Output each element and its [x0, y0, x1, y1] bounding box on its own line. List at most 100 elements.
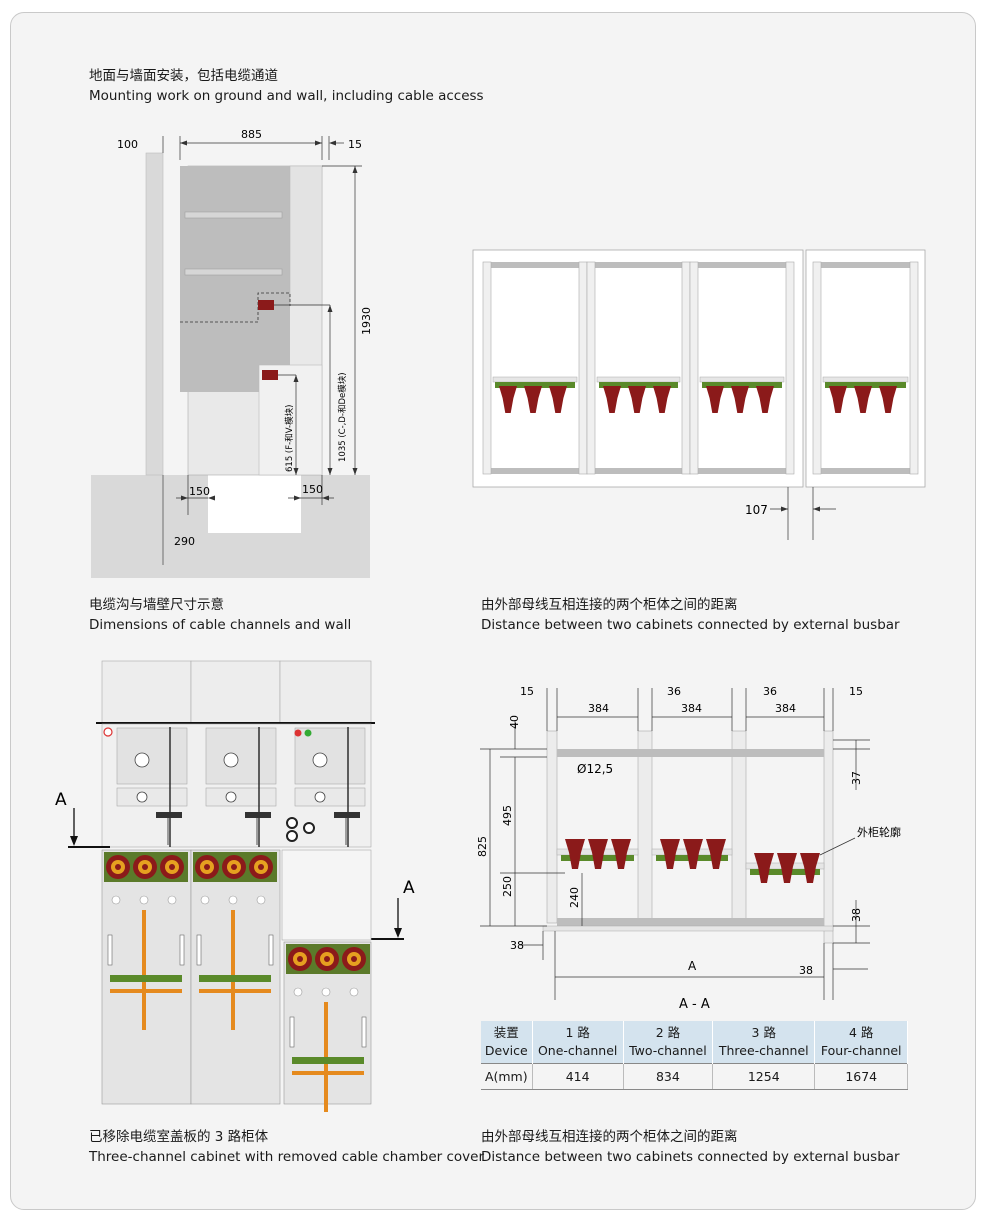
fig4-dim-38-left: 38: [510, 939, 524, 952]
fig3-label-a-right: A: [403, 878, 415, 898]
fig3-red-indicator: [294, 729, 302, 737]
fig3-horizontal-busbar: [110, 975, 182, 982]
fig3-gauge-icon: [134, 752, 150, 768]
fig2-bay-bottom-bar: [814, 468, 917, 474]
fig2-busbar: [825, 382, 906, 388]
spec-value-3: 1254: [712, 1063, 816, 1090]
fig3-vertical-busbar: [142, 910, 146, 1030]
fig3-caption-zh: 已移除电缆室盖板的 3 路柜体: [89, 1129, 269, 1145]
fig1-mounting-diagram: 100 885 15 1930 1035 (C-,D-和De模块) 615 (F…: [91, 128, 373, 578]
fig1-dim-100: 100: [117, 138, 138, 151]
fig3-side-handle: [361, 1016, 367, 1048]
fig3-switch-icon: [136, 791, 148, 803]
fig3-upper-right-blank: [281, 849, 372, 941]
fig2-bay-bottom-bar: [691, 468, 793, 474]
fig1-dim-615: 615 (F-和V-模块): [284, 405, 295, 472]
fig1-cabinet-side: [289, 165, 323, 306]
fig4-dim-240: 240: [568, 887, 581, 908]
fig3-label-dot: [321, 987, 331, 997]
spec-value-1: 414: [532, 1063, 624, 1090]
spec-value-4: 1674: [814, 1063, 908, 1090]
fig2-insulator: [499, 386, 517, 413]
fig3-label-a-left: A: [55, 790, 67, 810]
fig4-column-3: [731, 730, 747, 924]
fig3-bushing-center: [115, 864, 121, 870]
fig3-switch-icon: [314, 791, 326, 803]
fig2-bay-post: [812, 261, 822, 475]
fig4-outline-label: 外柜轮廓: [857, 825, 901, 839]
fig2-insulator: [653, 386, 671, 413]
fig4-insulator: [706, 839, 726, 869]
fig2-bay-top-bar: [484, 262, 586, 268]
fig1-handle-2: [184, 268, 283, 276]
fig1-title: 地面与墙面安装，包括电缆通道 Mounting work on ground a…: [89, 66, 484, 106]
fig2-outer-frame-a: [472, 249, 804, 488]
fig4-dim-38-bottom: 38: [799, 964, 813, 977]
fig4-dim-37: 37: [850, 771, 863, 785]
fig2-insulator: [829, 386, 847, 413]
fig1-insulator-2: [262, 370, 278, 380]
fig4-insulator: [777, 853, 797, 883]
fig3-bushing-center: [169, 864, 175, 870]
fig1-handle-1: [184, 211, 283, 219]
fig2-bay-top-bar: [588, 262, 689, 268]
fig2-caption-zh: 由外部母线互相连接的两个柜体之间的距离: [481, 597, 738, 613]
fig3-terminal-block: [334, 812, 360, 818]
fig3-side-handle: [107, 934, 113, 966]
fig4-insulator: [754, 853, 774, 883]
fig3-horizontal-busbar: [199, 989, 271, 993]
fig2-insulator: [549, 386, 567, 413]
fig2-insulator: [731, 386, 749, 413]
fig4-dim-384-a: 384: [588, 702, 609, 715]
fig3-label-dot: [228, 895, 238, 905]
fig3-control-box-3: [294, 727, 366, 785]
fig3-label-dot: [111, 895, 121, 905]
fig3-label-dot: [349, 987, 359, 997]
fig4-insulator: [588, 839, 608, 869]
fig1-title-zh: 地面与墙面安装，包括电缆通道: [89, 68, 278, 84]
fig4-dim-36-b: 36: [763, 685, 777, 698]
fig3-bushing-center: [258, 864, 264, 870]
fig3-terminal-block: [245, 812, 271, 818]
fig2-busbar: [599, 382, 678, 388]
fig3-label-dot: [200, 895, 210, 905]
fig4-dim-250: 250: [501, 876, 514, 897]
fig1-dim-1035: 1035 (C-,D-和De模块): [337, 372, 348, 462]
fig2-busbar: [702, 382, 782, 388]
fig3-side-handle: [179, 934, 185, 966]
fig4-caption: 由外部母线互相连接的两个柜体之间的距离 Distance between two…: [481, 1127, 900, 1167]
fig3-gauge-icon: [312, 752, 328, 768]
fig2-bay-bottom-bar: [484, 468, 586, 474]
fig4-insulator: [565, 839, 585, 869]
fig2-bay-post: [785, 261, 795, 475]
spec-row-label: A(mm): [481, 1063, 533, 1090]
fig1-dim-1930: 1930: [360, 307, 373, 335]
fig3-switch-icon: [225, 791, 237, 803]
fig2-insulator: [628, 386, 646, 413]
fig1-cable-trench: [208, 475, 301, 533]
fig2-caption-en: Distance between two cabinets connected …: [481, 617, 900, 633]
fig1-title-en: Mounting work on ground and wall, includ…: [89, 88, 484, 104]
fig3-horizontal-busbar: [292, 1057, 364, 1064]
fig4-dim-12-5: Ø12,5: [577, 762, 613, 776]
fig2-busbar-diagram: 107: [472, 249, 926, 540]
fig1-dashed-outline: [180, 292, 291, 323]
fig1-dim-885: 885: [241, 128, 262, 141]
fig1-caption-en: Dimensions of cable channels and wall: [89, 617, 352, 633]
fig3-bushing-center: [142, 864, 148, 870]
fig4-bottom-bar: [557, 918, 824, 926]
fig3-terminal-block: [156, 812, 182, 818]
fig2-insulator: [756, 386, 774, 413]
fig3-gauge-icon: [223, 752, 239, 768]
fig3-warning-icon: [103, 727, 113, 737]
fig2-insulator: [524, 386, 542, 413]
fig4-bottom-frame: [542, 925, 834, 932]
fig3-label-dot: [167, 895, 177, 905]
fig1-insulator-1: [258, 300, 274, 310]
fig4-column-1: [546, 730, 558, 924]
fig4-dim-40: 40: [508, 715, 521, 729]
fig2-bay-post: [689, 261, 699, 475]
